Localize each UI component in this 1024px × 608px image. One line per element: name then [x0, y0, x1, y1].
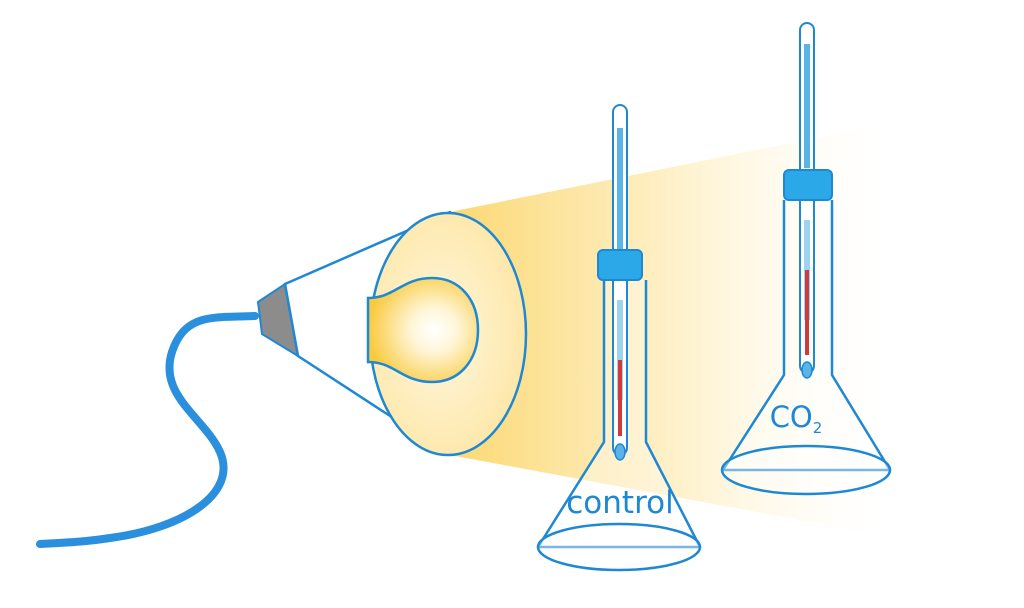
stopper — [597, 249, 643, 281]
co2-label: CO2 — [770, 400, 823, 437]
co2-label-subscript: 2 — [813, 419, 823, 437]
flask-control: control — [536, 104, 702, 572]
light-bulb — [366, 276, 480, 384]
co2-label-main: CO — [770, 400, 813, 434]
stopper — [783, 169, 833, 201]
desk-lamp-icon — [283, 210, 528, 457]
power-cord — [36, 312, 259, 548]
light-beam — [450, 125, 880, 535]
control-label: control — [566, 485, 673, 521]
thermometer-icon — [612, 104, 628, 461]
flask-co2: CO2 — [720, 22, 892, 496]
